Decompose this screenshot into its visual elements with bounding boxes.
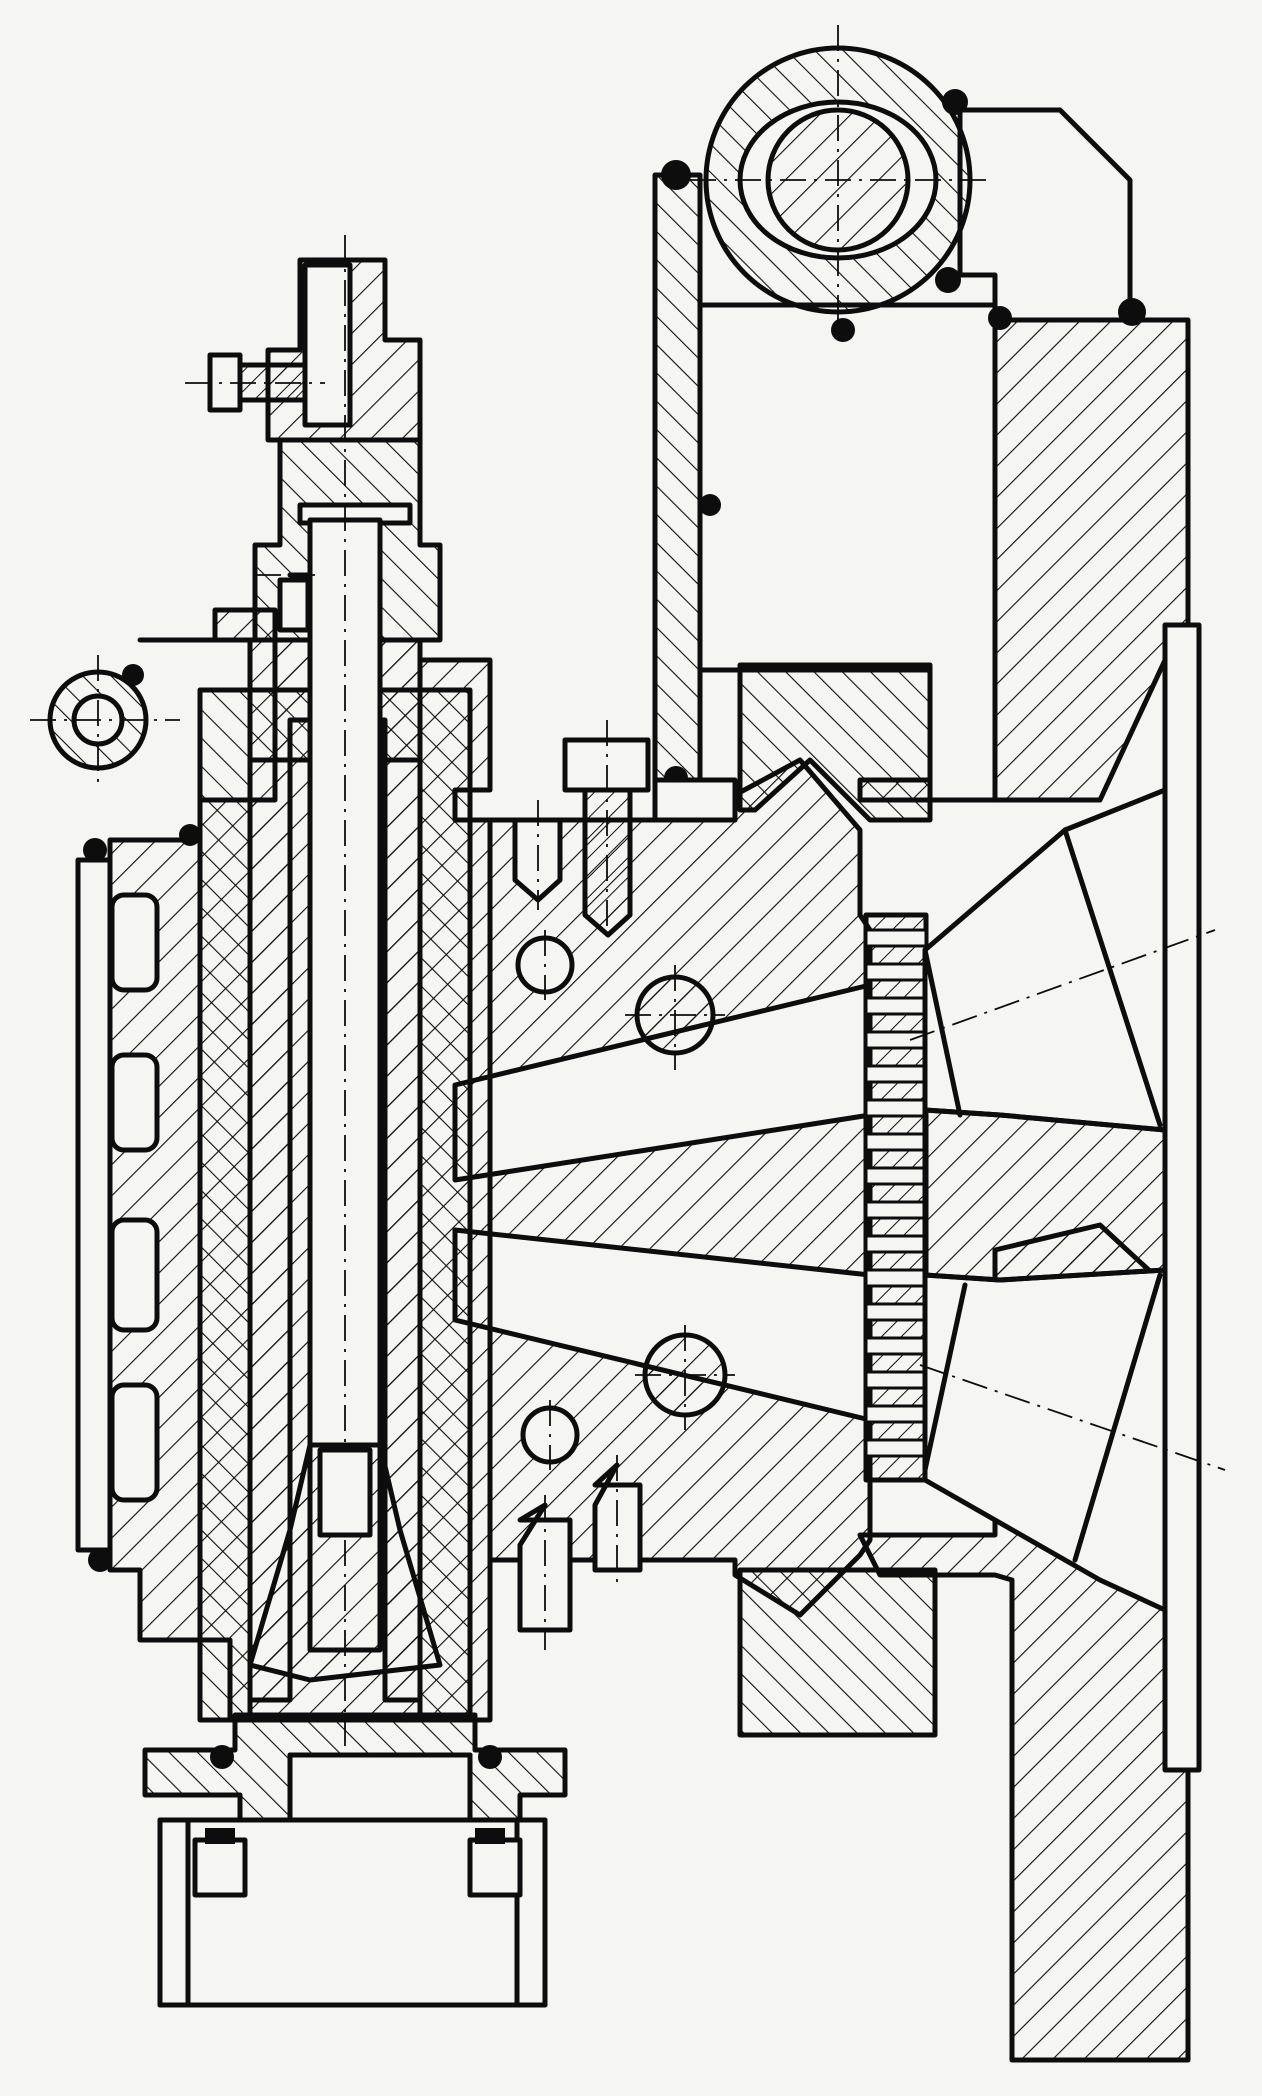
gear-tooth-gap [864,1166,928,1186]
crown-gear [863,912,929,1483]
jacket-cover [75,857,113,1553]
gear-tooth-gap [864,1098,928,1118]
gear-tooth-gap [864,1438,928,1458]
pulley-arm [652,25,1146,803]
gear-tooth-gap [864,1030,928,1050]
gear-tooth-gap [864,1302,928,1322]
housing-block-bottom [737,1567,938,1738]
gear-tooth-gap [864,1064,928,1084]
gear-tooth-gap [864,962,928,982]
mounting-plate-strip [1162,622,1202,1773]
gear-tooth-gap [864,1370,928,1390]
housing-block-top [737,662,933,823]
bearing-groove [277,577,311,633]
gear-tooth-gap [864,1234,928,1254]
set-screws [512,720,651,1650]
gear-tooth-gap [864,1200,928,1220]
gear-tooth-gap [864,1404,928,1424]
lever-arm [652,172,703,783]
gear-tooth-gap [864,928,928,948]
side-screw [185,352,325,578]
lifting-eye [30,655,180,790]
nozzle-tip [142,1442,568,2008]
gear-housing [452,662,938,1738]
distributor-vanes [909,787,1226,1613]
center-vane [922,1107,1168,1283]
gear-teeth [864,928,928,1458]
gear-tooth-gap [864,996,928,1016]
gear-tooth-gap [864,1132,928,1152]
gear-tooth-gap [864,1268,928,1288]
gear-tooth-gap [864,1336,928,1356]
